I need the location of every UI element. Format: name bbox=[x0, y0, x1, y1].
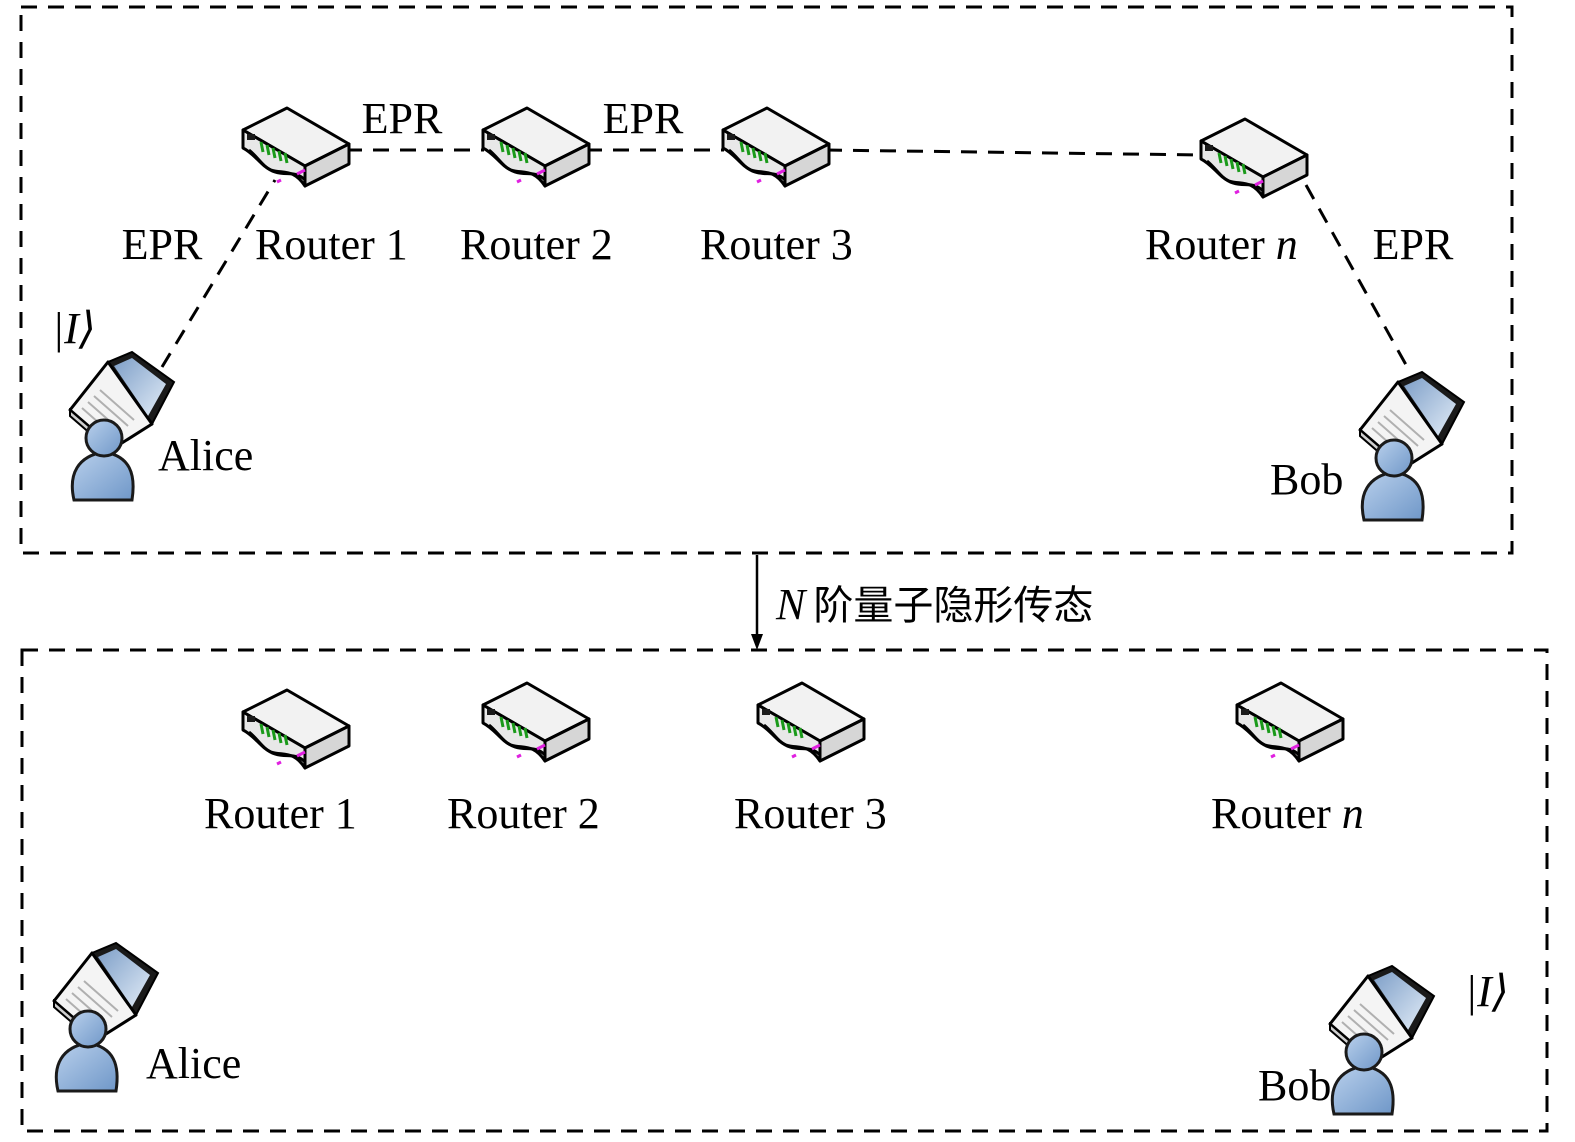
link-router-n-bob bbox=[1304, 184, 1412, 373]
router-icon bbox=[1199, 117, 1309, 199]
bob-laptop-icon bbox=[1328, 964, 1436, 1116]
alice-laptop-icon bbox=[52, 941, 160, 1093]
state-ket-label: |I⟩ bbox=[1465, 967, 1509, 1016]
router-icon bbox=[721, 106, 831, 188]
router-label: Router 2 bbox=[447, 789, 600, 838]
router-icon bbox=[481, 106, 591, 188]
link-router-3-router-n bbox=[825, 148, 1203, 157]
epr-label: EPR bbox=[362, 94, 443, 143]
alice-label: Alice bbox=[146, 1039, 241, 1088]
transition-arrowhead bbox=[751, 634, 763, 650]
router-icon bbox=[481, 681, 591, 763]
bob-label: Bob bbox=[1270, 455, 1343, 504]
bob-label: Bob bbox=[1258, 1061, 1331, 1110]
router-label: Router 1 bbox=[204, 789, 357, 838]
link-alice-router-1 bbox=[160, 179, 277, 368]
router-icon bbox=[241, 688, 351, 770]
router-label: Router n bbox=[1145, 220, 1298, 269]
bob-laptop-icon bbox=[1358, 370, 1466, 522]
router-icon bbox=[756, 681, 866, 763]
router-icon bbox=[1235, 681, 1345, 763]
epr-label: EPR bbox=[603, 94, 684, 143]
router-label: Router 3 bbox=[700, 220, 853, 269]
router-label: Router 1 bbox=[255, 220, 408, 269]
router-label: Router n bbox=[1211, 789, 1364, 838]
alice-label: Alice bbox=[158, 431, 253, 480]
bottom-panel-frame bbox=[20, 648, 1549, 1133]
router-label: Router 3 bbox=[734, 789, 887, 838]
epr-label: EPR bbox=[122, 220, 203, 269]
router-label: Router 2 bbox=[460, 220, 613, 269]
top-panel-frame bbox=[19, 5, 1514, 555]
state-ket-label: |I⟩ bbox=[52, 304, 96, 353]
epr-label: EPR bbox=[1373, 220, 1454, 269]
router-icon bbox=[241, 106, 351, 188]
